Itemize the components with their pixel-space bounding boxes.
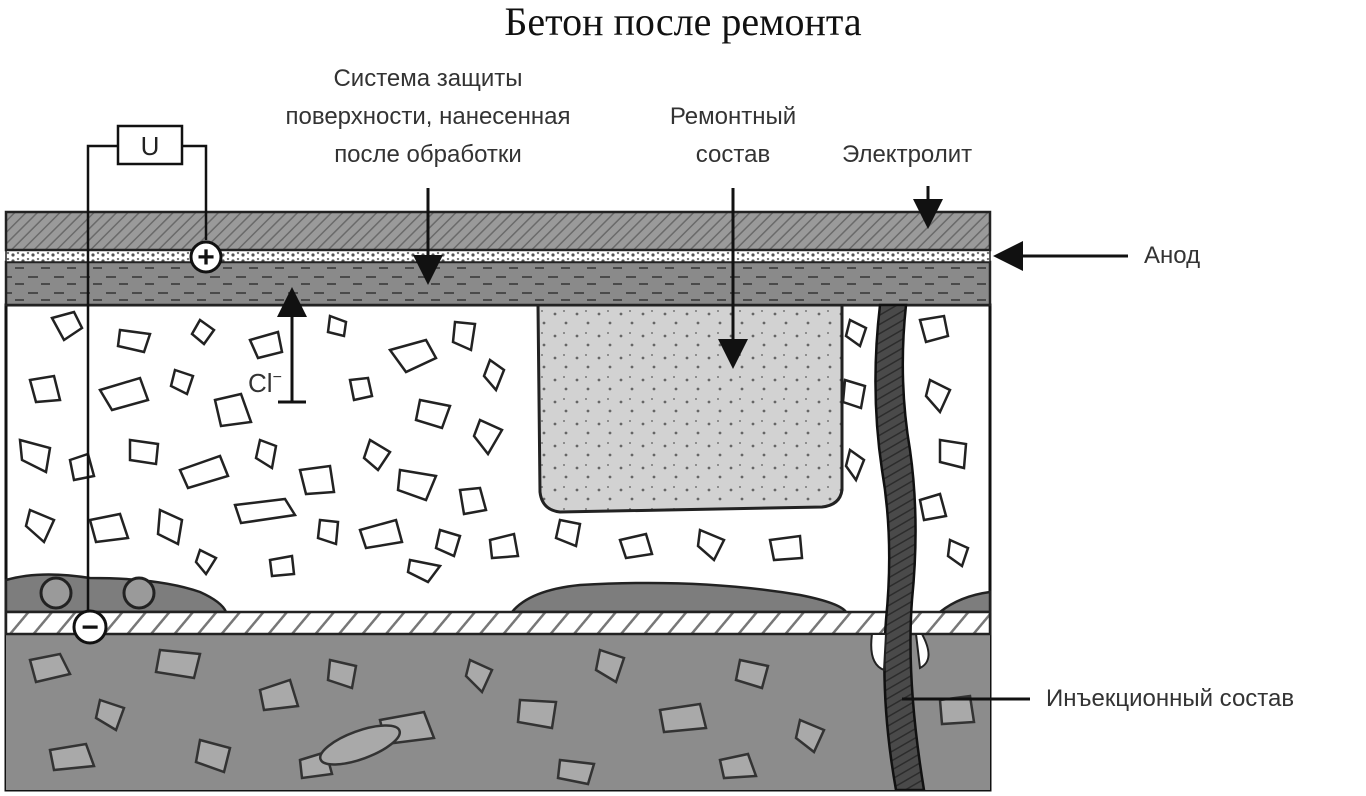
plus-sign: + bbox=[197, 241, 215, 274]
anode-layer bbox=[6, 250, 990, 262]
protection-system-layer bbox=[6, 262, 990, 305]
injection-compound-label: Инъекционный состав bbox=[1046, 680, 1294, 718]
minus-sign: − bbox=[81, 611, 99, 644]
voltage-source-label: U bbox=[141, 131, 160, 161]
surface-protection-line: Система защиты bbox=[230, 60, 626, 98]
repair-compound-line: Ремонтный bbox=[640, 98, 826, 136]
electrolyte-label: Электролит bbox=[842, 136, 972, 174]
repair-compound-label: Ремонтный состав bbox=[640, 98, 826, 174]
repair-compound-line: состав bbox=[640, 136, 826, 174]
surface-protection-label: Система защиты поверхности, нанесенная п… bbox=[230, 60, 626, 174]
repair-compound-area bbox=[538, 305, 842, 512]
lower-concrete bbox=[6, 635, 990, 790]
surface-protection-line: после обработки bbox=[230, 136, 626, 174]
anode-label: Анод bbox=[1144, 237, 1200, 275]
rebar-section-right bbox=[124, 578, 154, 608]
horizontal-rebar bbox=[6, 612, 990, 634]
surface-protection-line: поверхности, нанесенная bbox=[230, 98, 626, 136]
electrolyte-layer bbox=[6, 212, 990, 250]
rebar-section-left bbox=[41, 578, 71, 608]
